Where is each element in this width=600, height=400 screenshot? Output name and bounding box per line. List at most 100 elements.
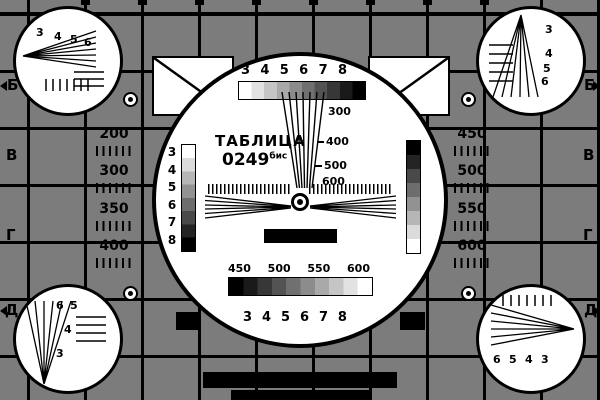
grayscale-strip-right [406,140,421,254]
top-number: 8 [337,63,347,78]
frequency-ticks [96,221,132,231]
bottom-number: 3 [243,310,253,325]
frequency-ticks [96,258,132,268]
top-edge-mark [195,0,204,5]
target-dot [466,291,471,296]
corner-number: 6 [541,75,549,88]
wedge-label-300: 300 [328,105,351,118]
corner-number: 3 [56,347,64,360]
wedge-pointer-dash [315,165,322,167]
registration-target-icon [123,286,138,301]
left-number: 3 [167,145,177,159]
frequency-value: 500 [457,163,487,179]
frequency-value: 600 [457,238,487,254]
top-number: 7 [318,63,328,78]
corner-number: 4 [64,323,72,336]
resolution-numbers-top: 3 4 5 6 7 8 [241,63,347,78]
bar-group [76,316,106,342]
corner-number: 3 [541,353,549,366]
registration-target-icon [123,92,138,107]
top-edge-mark [138,0,147,5]
corner-number: 4 [545,47,553,60]
registration-target-icon [461,286,476,301]
corner-number: 5 [509,353,517,366]
frequency-panel-left-upper: 200 300 [92,126,136,200]
bar-group [74,71,104,87]
left-number: 5 [167,180,177,195]
bottom-black-bar-upper [203,372,397,388]
top-number: 5 [279,63,289,78]
corner-number: 4 [525,353,533,366]
row-arrow-icon [0,306,7,316]
frequency-value: 350 [99,201,129,217]
line-grating-left [208,184,292,194]
bar-group [489,44,513,82]
tick-group [502,295,552,306]
top-edge-mark [81,0,90,5]
frequency-ticks [454,183,490,193]
bottom-number: 6 [299,310,309,325]
bottom-scale-label: 600 [347,262,370,275]
grayscale-strip-top [238,81,366,100]
frequency-value: 550 [457,201,487,217]
corner-number: 5 [543,62,551,75]
top-edge-mark [480,0,489,5]
corner-circle-bottom-right: 6 5 4 3 [476,284,586,394]
corner-number: 3 [36,26,44,39]
black-square-right [400,312,425,330]
row-letter-right-b: Б [584,76,596,94]
row-letter-right-g: Г [583,226,593,244]
frequency-value: 200 [99,126,129,142]
row-letter-left-v: В [6,146,18,164]
wedge-pointer-dash [317,141,324,143]
corner-number: 6 [84,36,92,49]
left-number: 6 [167,197,177,212]
bottom-number: 4 [261,310,272,325]
grayscale-strip-bottom [228,277,373,296]
card-title: ТАБЛИЦА [215,132,306,150]
frequency-ticks [454,258,490,268]
registration-target-icon [461,92,476,107]
corner-wedge [490,304,575,346]
corner-number: 3 [545,23,553,36]
bottom-number: 8 [337,310,347,325]
corner-number: 6 [493,353,501,366]
row-arrow-icon [593,306,600,316]
frequency-panel-right-upper: 450 500 [450,126,494,200]
bottom-scale-labels: 450 500 550 600 [228,262,370,275]
frequency-ticks [454,146,490,156]
corner-wedge [492,14,539,98]
corner-circle-top-right: 3 4 5 6 [476,6,586,116]
bottom-black-bar-lower [231,390,370,400]
card-code-number: 0249 [222,150,270,170]
frequency-value: 400 [99,238,129,254]
corner-number: 6 [56,299,64,312]
row-letter-left-d: Д [5,301,19,319]
top-number: 6 [299,63,309,78]
tick-group [45,79,89,91]
row-arrow-icon [0,81,7,91]
top-edge-mark [309,0,318,5]
top-edge-mark [252,0,261,5]
frequency-panel-right-lower: 550 600 [450,201,494,275]
frequency-ticks [96,183,132,193]
frequency-value: 300 [99,163,129,179]
left-number: 7 [167,215,177,230]
frequency-ticks [454,221,490,231]
card-code-suffix: бис [269,151,288,162]
center-target-dot [297,199,303,205]
horizontal-resolution-wedge-left [205,195,292,219]
resolution-numbers-bottom: 3 4 5 6 7 8 [243,310,347,325]
frequency-value: 450 [457,126,487,142]
bottom-scale-label: 450 [228,262,251,275]
corner-circle-bottom-left: 6 5 4 3 [13,284,123,394]
corner-circle-top-left: 3 4 5 6 [13,6,123,116]
row-arrow-icon [593,81,600,91]
top-edge-mark [366,0,375,5]
top-edge-mark [423,0,432,5]
top-number: 3 [241,63,251,78]
target-dot [466,97,471,102]
left-number: 8 [167,232,177,247]
corner-wedge [22,30,97,68]
